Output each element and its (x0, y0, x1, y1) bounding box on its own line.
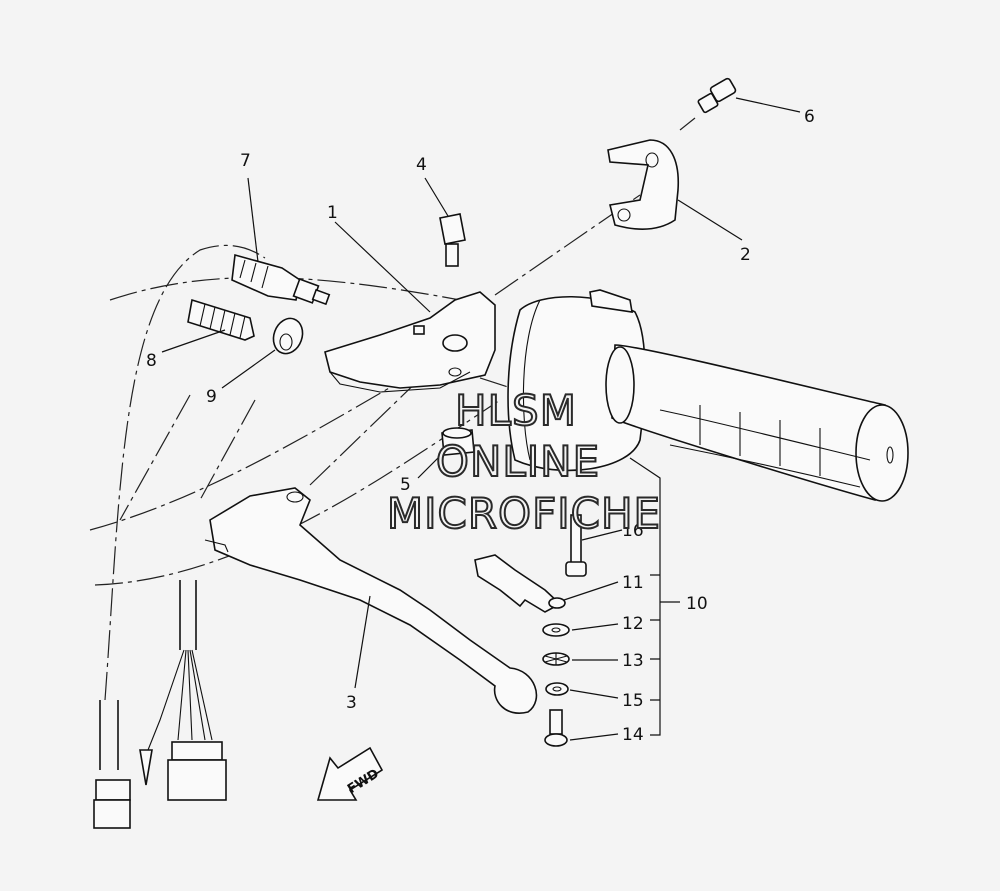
part-5-nut (441, 427, 475, 456)
part-labels: 1 2 3 4 5 6 7 8 9 10 11 12 13 14 15 16 (146, 107, 815, 745)
part-8-sleeve (187, 298, 255, 341)
label-part-16: 16 (622, 521, 644, 541)
group-10-bracket (629, 457, 680, 736)
leader-lines (161, 97, 801, 741)
label-part-8: 8 (146, 351, 157, 371)
watermark-line-1: HLSM (455, 386, 577, 435)
watermark-line-3: MICROFICHE (387, 489, 661, 538)
part-12-washer (542, 623, 570, 637)
part-7-adjuster (231, 253, 331, 306)
part-14-screw (544, 709, 568, 747)
label-part-9: 9 (206, 387, 217, 407)
label-part-15: 15 (622, 691, 644, 711)
part-15-spring-washer (545, 682, 569, 696)
handlebar-grip (605, 344, 909, 502)
label-part-13: 13 (622, 651, 644, 671)
label-part-10: 10 (686, 594, 708, 614)
part-2-clamp (607, 139, 680, 230)
label-part-7: 7 (240, 151, 251, 171)
watermark-line-2: ONLINE (436, 437, 600, 486)
label-part-6: 6 (804, 107, 815, 127)
part-1-lever-holder (324, 291, 496, 393)
part-3-lever (204, 487, 538, 714)
part-16-bolt (565, 514, 587, 577)
label-part-3: 3 (346, 693, 357, 713)
part-6-screw (697, 77, 737, 114)
fwd-arrow: FWD (316, 746, 384, 801)
part-10-switch-housing (507, 289, 646, 472)
label-part-1: 1 (327, 203, 338, 223)
label-part-11: 11 (622, 573, 644, 593)
label-part-2: 2 (740, 245, 751, 265)
part-9-nut (272, 317, 304, 355)
label-part-5: 5 (400, 475, 411, 495)
wiring-harness (93, 580, 227, 829)
watermark: HLSM ONLINE MICROFICHE (386, 385, 661, 539)
label-part-12: 12 (622, 614, 644, 634)
label-part-4: 4 (416, 155, 427, 175)
part-11-plate (474, 554, 566, 613)
label-part-14: 14 (622, 725, 644, 745)
part-13-lockwasher (542, 652, 570, 666)
part-4-bolt (439, 213, 466, 267)
